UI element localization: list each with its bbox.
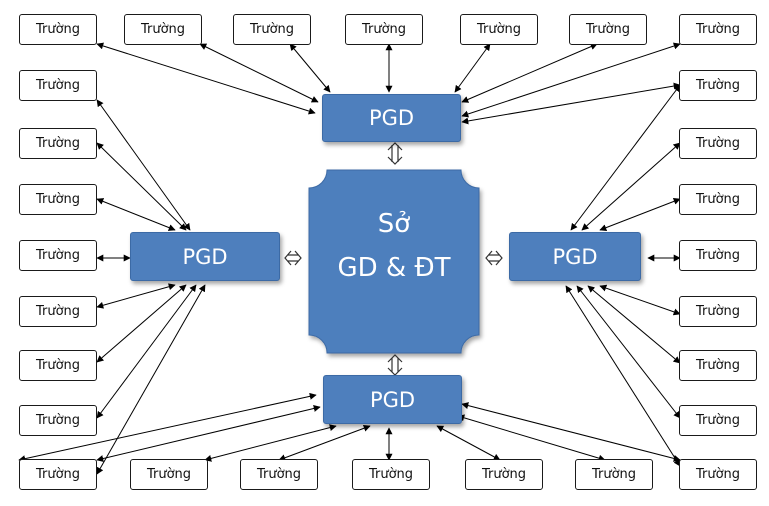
school-box: Trường (679, 70, 757, 101)
school-box: Trường (679, 240, 757, 271)
connector-arrow (461, 82, 681, 125)
connector-arrow (96, 42, 316, 115)
connector-arrow (461, 402, 681, 462)
school-box: Trường (19, 240, 97, 271)
school-box: Trường (19, 296, 97, 327)
school-box: Trường (569, 14, 647, 45)
school-box: Trường (19, 128, 97, 159)
school-box: Trường (19, 70, 97, 101)
school-box: Trường (679, 296, 757, 327)
connector-arrow (457, 414, 606, 462)
school-box: Trường (679, 14, 757, 45)
connector-arrow (565, 285, 681, 467)
pgd-right-box: PGD (509, 232, 641, 281)
school-box: Trường (465, 459, 543, 490)
school-box: Trường (19, 405, 97, 436)
school-box: Trường (679, 459, 757, 490)
connector-arrow (454, 43, 491, 93)
connector-arrow (278, 424, 371, 462)
school-box: Trường (679, 184, 757, 215)
connector-lines (18, 42, 681, 475)
connector-arrow (96, 284, 206, 475)
school-box: Trường (233, 14, 311, 45)
connector-arrow (96, 284, 197, 419)
pgd-top-box: PGD (322, 94, 461, 142)
connector-arrow (599, 198, 681, 231)
connector-arrow (96, 99, 191, 231)
school-box: Trường (352, 459, 430, 490)
school-box: Trường (679, 128, 757, 159)
school-box: Trường (240, 459, 318, 490)
connector-arrow (96, 284, 187, 363)
connector-arrow (199, 43, 319, 103)
school-box: Trường (19, 14, 97, 45)
school-box: Trường (19, 184, 97, 215)
school-box: Trường (124, 14, 202, 45)
school-box: Trường (460, 14, 538, 45)
center-department-box (308, 169, 480, 354)
double-arrow-icon (387, 142, 403, 165)
connector-arrow (96, 283, 176, 309)
school-box: Trường (130, 459, 208, 490)
connector-arrow (599, 284, 681, 316)
school-box: Trường (345, 14, 423, 45)
pgd-left-box: PGD (130, 232, 280, 281)
double-arrow-icon (284, 250, 302, 266)
school-box: Trường (679, 405, 757, 436)
school-box: Trường (19, 350, 97, 381)
center-title-line1: Sở (377, 209, 411, 239)
school-box: Trường (679, 350, 757, 381)
connector-arrow (576, 285, 681, 419)
school-box: Trường (575, 459, 653, 490)
school-box: Trường (19, 459, 97, 490)
connector-arrow (436, 425, 501, 461)
double-arrow-icon (387, 354, 403, 376)
pgd-bottom-box: PGD (323, 375, 462, 424)
connector-arrow (204, 424, 337, 462)
double-arrow-icon (485, 250, 503, 266)
center-title-line2: GD & ĐT (337, 253, 451, 283)
connector-arrow (96, 198, 176, 231)
connector-arrow (289, 43, 331, 93)
connector-arrow (581, 142, 681, 231)
